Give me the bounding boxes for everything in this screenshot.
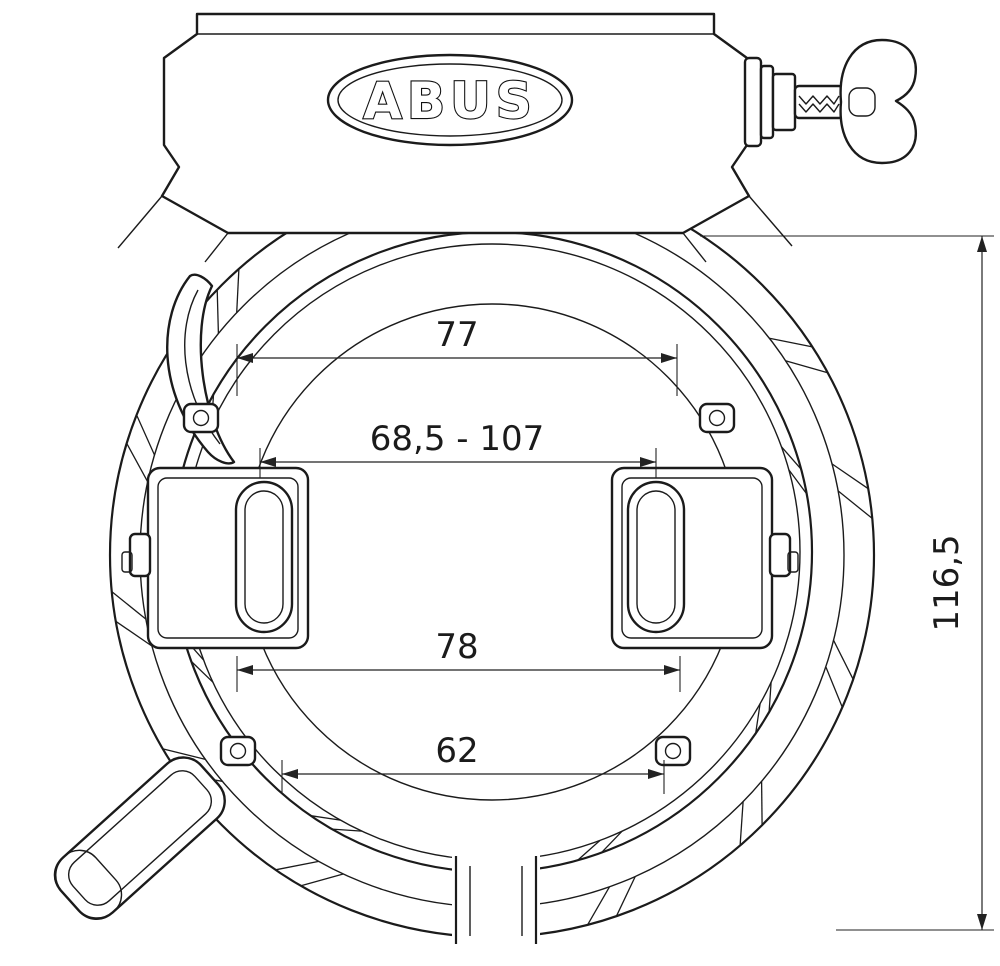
right-bracket-latch xyxy=(768,532,792,578)
arrowhead xyxy=(648,769,664,779)
nub-bottom-right xyxy=(654,735,692,767)
housing-left-blend-line xyxy=(204,232,229,263)
dimension-label-top-width: 77 xyxy=(435,315,478,355)
left-bracket-latch-tip xyxy=(121,551,133,573)
brand-text: ABUS xyxy=(363,72,536,130)
left-bracket-inner-line xyxy=(157,477,299,639)
logo-oval-outer xyxy=(326,53,574,147)
arm-body xyxy=(166,273,236,465)
arrowhead xyxy=(260,457,276,467)
nub-top-left xyxy=(182,402,220,434)
dimension-label-middle-width: 78 xyxy=(435,627,478,667)
housing-right-shoulder-line xyxy=(748,195,793,247)
dimension-bottom-width: 62 xyxy=(281,731,665,794)
dimension-label-clamp-range: 68,5 - 107 xyxy=(370,419,544,459)
inner-ring-hatch-marks xyxy=(183,394,808,861)
arrowhead xyxy=(661,353,677,363)
left-mounting-bracket xyxy=(121,466,310,650)
key-bow-detail xyxy=(848,87,876,117)
dimension-label-bottom-width: 62 xyxy=(435,731,478,771)
key xyxy=(743,38,917,165)
right-bracket-inner-line xyxy=(621,477,763,639)
dimension-label-overall-height: 116,5 xyxy=(927,534,967,631)
lock-housing: ABUS xyxy=(117,12,793,263)
arrowhead xyxy=(237,665,253,675)
left-bracket-slot xyxy=(234,480,294,634)
housing-right-blend-line xyxy=(682,232,707,263)
housing-left-shoulder-line xyxy=(117,195,163,249)
dimension-top-width: 77 xyxy=(236,315,678,396)
key-blade-cut-line-2 xyxy=(798,103,840,113)
cylinder-collar xyxy=(759,64,775,140)
lock-ring xyxy=(108,171,876,966)
cylinder-barrel xyxy=(771,72,797,132)
nub-top-right xyxy=(698,402,736,434)
abus-logo: ABUS xyxy=(326,53,574,147)
arrowhead xyxy=(640,457,656,467)
logo-oval-inner xyxy=(337,63,563,137)
key-blade-cut-line xyxy=(798,95,840,105)
right-bracket-slot-inner xyxy=(636,490,676,624)
arrowhead xyxy=(664,665,680,675)
lever-inner-line xyxy=(67,770,213,906)
inner-curved-arm xyxy=(166,273,236,465)
lever-end-cap xyxy=(53,849,123,921)
cylinder-flange xyxy=(743,56,763,148)
dimension-middle-width: 78 xyxy=(236,627,681,692)
right-bracket-slot xyxy=(626,480,686,634)
lever-body xyxy=(54,756,226,920)
ring-hatch-marks xyxy=(111,268,873,926)
left-bracket-latch xyxy=(128,532,152,578)
arrowhead xyxy=(977,236,987,252)
release-lever xyxy=(53,756,226,921)
shackle-gap xyxy=(452,848,540,966)
dimension-clamp-range: 68,5 - 107 xyxy=(259,419,657,478)
arrowhead xyxy=(977,914,987,930)
right-bracket-latch-tip xyxy=(787,551,799,573)
arrowhead xyxy=(237,353,253,363)
left-bracket-slot-inner xyxy=(244,490,284,624)
key-bow xyxy=(839,38,917,165)
mounting-nubs xyxy=(182,402,736,767)
dimension-overall-height: 116,5 xyxy=(700,235,994,931)
right-mounting-bracket xyxy=(610,466,799,650)
nub-bottom-left xyxy=(219,735,257,767)
arrowhead xyxy=(282,769,298,779)
